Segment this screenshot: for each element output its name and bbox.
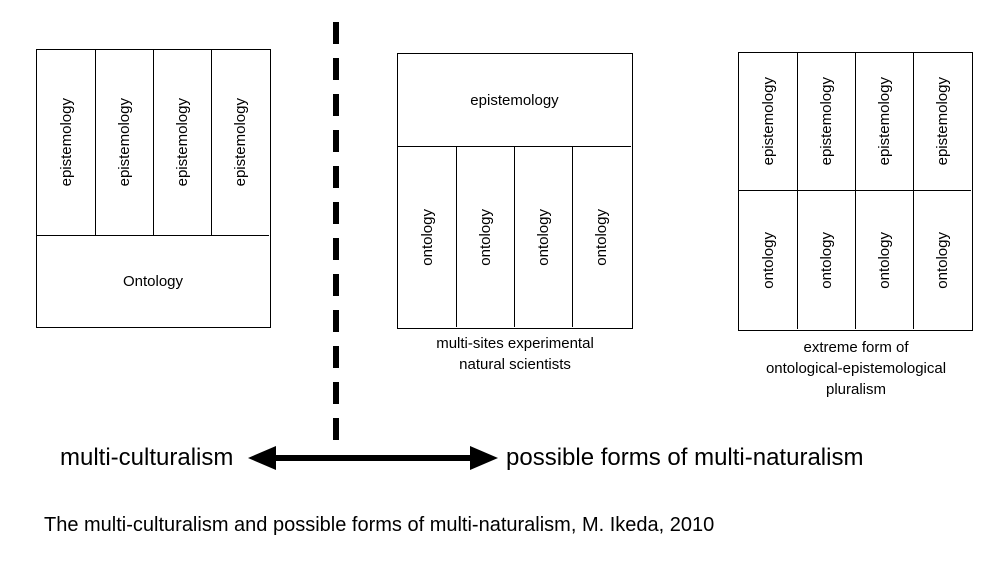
pluralism-diagram: epistemology epistemology epistemology e… xyxy=(738,52,973,331)
ontology-cell: ontology xyxy=(398,147,456,327)
epistemology-label: epistemology xyxy=(875,77,893,166)
caption-line: extreme form of xyxy=(803,339,909,356)
divider xyxy=(211,50,212,235)
multi-culturalism-diagram: epistemology epistemology epistemology e… xyxy=(36,49,271,328)
ontology-cell: ontology xyxy=(913,191,971,329)
double-arrow xyxy=(248,446,498,470)
epistemology-label: epistemology xyxy=(115,98,133,187)
ontology-label: ontology xyxy=(759,231,777,289)
epistemology-label: epistemology xyxy=(759,77,777,166)
divider xyxy=(855,53,856,329)
ontology-label: ontology xyxy=(534,208,552,266)
figure-caption: The multi-culturalism and possible forms… xyxy=(44,514,715,536)
epistemology-cell: epistemology xyxy=(153,50,211,235)
ontology-cell: ontology xyxy=(572,147,631,327)
epistemology-cell: epistemology xyxy=(797,53,855,190)
ontology-cell: ontology xyxy=(739,191,797,329)
ontology-label: ontology xyxy=(593,208,610,266)
epistemology-cell: epistemology xyxy=(95,50,153,235)
left-axis-label: multi-culturalism xyxy=(60,444,234,471)
ontology-label: Ontology xyxy=(122,272,184,290)
caption-line: ontological-epistemological xyxy=(765,360,947,377)
divider xyxy=(797,53,798,329)
epistemology-cell: epistemology xyxy=(855,53,913,190)
caption-line: multi-sites experimental xyxy=(436,335,594,352)
epistemology-label: epistemology xyxy=(470,91,559,109)
epistemology-label: epistemology xyxy=(933,77,951,166)
right-axis-label: possible forms of multi-naturalism xyxy=(506,444,864,471)
caption-line: pluralism xyxy=(825,381,886,398)
ontology-cell: Ontology xyxy=(37,236,269,326)
multi-sites-diagram: epistemology ontology ontology ontology … xyxy=(397,53,633,329)
epistemology-cell: epistemology xyxy=(398,54,631,146)
ontology-label: ontology xyxy=(875,231,893,289)
epistemology-cell: epistemology xyxy=(913,53,971,190)
ontology-label: ontology xyxy=(933,231,951,289)
divider xyxy=(37,235,269,236)
epistemology-label: epistemology xyxy=(57,98,75,187)
divider xyxy=(572,146,573,327)
ontology-label: ontology xyxy=(476,208,494,266)
pluralism-caption: extreme form of ontological-epistemologi… xyxy=(720,337,984,400)
ontology-cell: ontology xyxy=(797,191,855,329)
epistemology-cell: epistemology xyxy=(37,50,95,235)
epistemology-label: epistemology xyxy=(231,98,249,187)
divider xyxy=(153,50,154,235)
epistemology-label: epistemology xyxy=(817,77,835,166)
ontology-label: ontology xyxy=(817,231,835,289)
divider xyxy=(95,50,96,235)
ontology-cell: ontology xyxy=(456,147,514,327)
ontology-cell: ontology xyxy=(855,191,913,329)
multi-sites-caption: multi-sites experimental natural scienti… xyxy=(380,333,650,375)
epistemology-cell: epistemology xyxy=(739,53,797,190)
divider xyxy=(456,146,457,327)
divider xyxy=(514,146,515,327)
divider xyxy=(913,53,914,329)
epistemology-label: epistemology xyxy=(173,98,191,187)
caption-line: natural scientists xyxy=(459,356,571,373)
epistemology-cell: epistemology xyxy=(211,50,269,235)
ontology-label: ontology xyxy=(418,208,436,266)
ontology-cell: ontology xyxy=(514,147,572,327)
